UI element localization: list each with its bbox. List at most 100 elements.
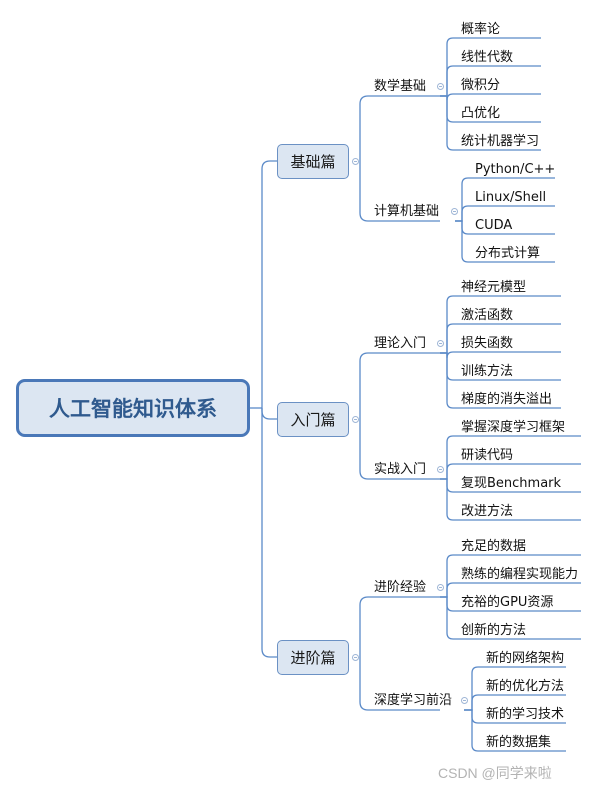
leaf-node[interactable]: 激活函数 [461, 308, 513, 324]
collapse-toggle-icon[interactable] [437, 340, 444, 347]
leaf-label: 新的优化方法 [486, 679, 565, 694]
leaf-connector [440, 596, 581, 640]
leaf-connector [455, 177, 555, 222]
leaf-connector [440, 323, 561, 354]
group-connector [359, 161, 440, 222]
leaf-connector [440, 554, 581, 598]
leaf-label: 损失函数 [461, 336, 514, 351]
leaf-label: 分布式计算 [475, 246, 541, 261]
group-node[interactable]: 计算机基础 [374, 204, 439, 220]
leaf-node[interactable]: 掌握深度学习框架 [461, 420, 565, 436]
collapse-toggle-icon[interactable] [437, 83, 444, 90]
group-label: 进阶经验 [374, 580, 427, 595]
leaf-node[interactable]: Linux/Shell [475, 190, 546, 206]
branch-node[interactable]: 基础篇 [277, 144, 349, 179]
leaf-connector [440, 463, 581, 480]
leaf-connector [440, 582, 581, 598]
leaf-label: 复现Benchmark [461, 476, 562, 491]
leaf-node[interactable]: 改进方法 [461, 504, 513, 520]
group-label: 实战入门 [374, 462, 427, 477]
leaf-label: 充裕的GPU资源 [461, 595, 554, 610]
leaf-node[interactable]: 概率论 [461, 22, 500, 38]
collapse-toggle-icon[interactable] [352, 416, 359, 423]
collapse-toggle-icon[interactable] [437, 466, 444, 473]
group-label: 深度学习前沿 [374, 693, 453, 708]
leaf-label: 新的数据集 [486, 735, 552, 750]
leaf-node[interactable]: 充裕的GPU资源 [461, 595, 553, 611]
leaf-label: 研读代码 [461, 448, 514, 463]
leaf-node[interactable]: 微积分 [461, 78, 500, 94]
collapse-toggle-icon[interactable] [352, 158, 359, 165]
group-node[interactable]: 进阶经验 [374, 580, 426, 596]
leaf-node[interactable]: 创新的方法 [461, 623, 526, 639]
group-connector [359, 596, 440, 657]
leaf-connector [440, 95, 541, 151]
leaf-node[interactable]: 充足的数据 [461, 539, 526, 555]
branch-node[interactable]: 入门篇 [277, 402, 349, 437]
group-node[interactable]: 实战入门 [374, 462, 426, 478]
leaf-node[interactable]: 新的优化方法 [486, 679, 564, 695]
leaf-connector [455, 205, 555, 222]
leaf-connector [464, 666, 566, 711]
leaf-label: 改进方法 [461, 504, 514, 519]
group-node[interactable]: 深度学习前沿 [374, 693, 452, 709]
leaf-node[interactable]: 熟练的编程实现能力 [461, 567, 578, 583]
leaf-label: 创新的方法 [461, 623, 527, 638]
leaf-node[interactable]: 损失函数 [461, 336, 513, 352]
leaf-connector [464, 709, 566, 752]
leaf-node[interactable]: 研读代码 [461, 448, 513, 464]
branch-node[interactable]: 进阶篇 [277, 640, 349, 675]
leaf-connector [440, 93, 541, 101]
group-connector [359, 352, 440, 419]
leaf-node[interactable]: 凸优化 [461, 106, 500, 122]
watermark: CSDN @同学来啦 [438, 765, 552, 781]
group-connector [359, 95, 440, 161]
leaf-label: Linux/Shell [475, 190, 547, 205]
group-label: 数学基础 [374, 79, 427, 94]
collapse-toggle-icon[interactable] [437, 584, 444, 591]
group-connector [359, 419, 440, 480]
leaf-connector [440, 37, 541, 97]
leaf-connector [440, 478, 581, 521]
group-label: 计算机基础 [374, 204, 440, 219]
branch-connector [261, 160, 277, 408]
branch-label: 入门篇 [290, 411, 336, 429]
group-node[interactable]: 理论入门 [374, 336, 426, 352]
branch-connector [261, 408, 277, 420]
collapse-toggle-icon[interactable] [451, 208, 458, 215]
root-node[interactable]: 人工智能知识体系 [16, 379, 250, 437]
leaf-label: 统计机器学习 [461, 134, 540, 149]
leaf-connector [440, 295, 561, 354]
leaf-node[interactable]: 新的网络架构 [486, 651, 564, 667]
leaf-node[interactable]: 新的学习技术 [486, 707, 564, 723]
leaf-node[interactable]: 梯度的消失溢出 [461, 392, 552, 408]
collapse-toggle-icon[interactable] [352, 654, 359, 661]
leaf-label: CUDA [475, 218, 513, 233]
leaf-node[interactable]: 神经元模型 [461, 280, 526, 296]
leaf-connector [455, 220, 555, 263]
branch-connector [261, 408, 277, 658]
leaf-node[interactable]: 新的数据集 [486, 735, 551, 751]
leaf-label: 凸优化 [461, 106, 501, 121]
leaf-label: 新的网络架构 [486, 651, 565, 666]
leaf-node[interactable]: Python/C++ [475, 162, 555, 178]
leaf-node[interactable]: 分布式计算 [475, 246, 540, 262]
leaf-label: 激活函数 [461, 308, 514, 323]
leaf-node[interactable]: 复现Benchmark [461, 476, 561, 492]
leaf-node[interactable]: 统计机器学习 [461, 134, 539, 150]
leaf-node[interactable]: 训练方法 [461, 364, 513, 380]
leaf-label: 熟练的编程实现能力 [461, 567, 579, 582]
collapse-toggle-icon[interactable] [461, 697, 468, 704]
leaf-label: 梯度的消失溢出 [461, 392, 553, 407]
leaf-label: 掌握深度学习框架 [461, 420, 566, 435]
leaf-label: 新的学习技术 [486, 707, 565, 722]
group-node[interactable]: 数学基础 [374, 79, 426, 95]
leaf-node[interactable]: 线性代数 [461, 50, 513, 66]
leaf-label: Python/C++ [475, 162, 556, 177]
leaf-connector [440, 352, 561, 409]
leaf-node[interactable]: CUDA [475, 218, 512, 234]
leaf-label: 训练方法 [461, 364, 514, 379]
leaf-label: 充足的数据 [461, 539, 527, 554]
